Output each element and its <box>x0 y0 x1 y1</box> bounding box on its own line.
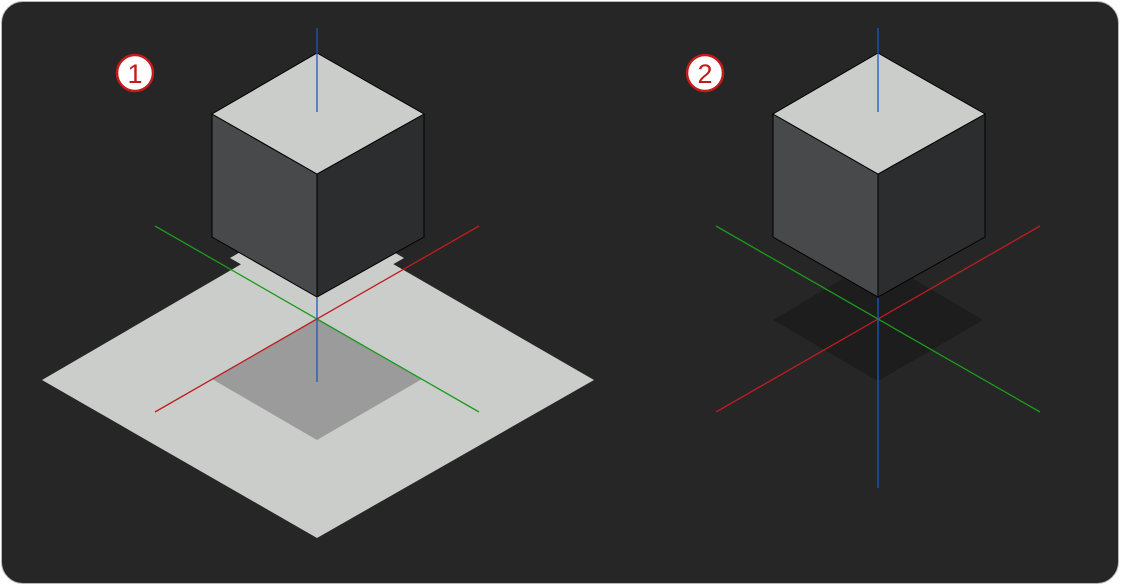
view-2-badge-label: 2 <box>697 59 712 89</box>
cube-top-face <box>210 52 426 175</box>
view-1-badge-label: 1 <box>127 59 142 89</box>
cube <box>210 52 426 298</box>
view-1: 1 <box>42 28 594 538</box>
cube-top-face <box>771 52 987 175</box>
view-2: 2 <box>685 28 1041 488</box>
view-1-badge: 1 <box>115 53 155 93</box>
view-2-badge: 2 <box>685 53 725 93</box>
cube <box>771 52 987 298</box>
